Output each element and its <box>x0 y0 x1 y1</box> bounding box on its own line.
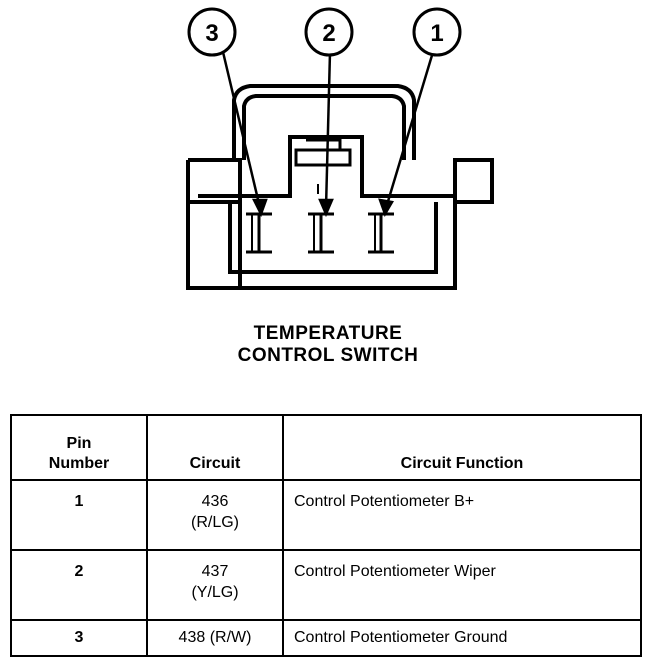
cell-circuit-line1: 436 <box>201 493 229 510</box>
pin-2-terminal <box>308 212 334 254</box>
table-row: 1 436 (R/LG) Control Potentiometer B+ <box>10 479 642 551</box>
header-pin-number: Pin Number <box>10 414 148 481</box>
table-header-row: Pin Number Circuit Circuit Function <box>10 414 642 481</box>
callout-1: 1 <box>412 7 462 57</box>
callout-2-label: 2 <box>322 20 335 47</box>
callout-1-label: 1 <box>430 20 443 47</box>
leader-lines <box>221 51 435 218</box>
diagram-caption-line1: TEMPERATURE <box>253 323 403 344</box>
cell-function: Control Potentiometer B+ <box>282 479 642 551</box>
cell-pin: 1 <box>10 479 148 551</box>
cell-function: Control Potentiometer Wiper <box>282 549 642 621</box>
pin-table: Pin Number Circuit Circuit Function 1 43… <box>10 414 642 657</box>
cell-pin: 2 <box>10 549 148 621</box>
connector-diagram: 3 2 1 <box>186 7 494 290</box>
cell-circuit: 436 (R/LG) <box>146 479 284 551</box>
cell-circuit-line1: 438 (R/W) <box>178 629 252 646</box>
cell-circuit: 437 (Y/LG) <box>146 549 284 621</box>
header-function-label: Circuit Function <box>400 455 524 472</box>
header-circuit: Circuit <box>146 414 284 481</box>
header-pin-line1: Pin <box>66 435 92 452</box>
cell-pin: 3 <box>10 619 148 657</box>
header-circuit-label: Circuit <box>189 455 241 472</box>
diagram-caption-line2: CONTROL SWITCH <box>237 345 419 366</box>
cell-circuit-line2: (R/LG) <box>191 514 239 531</box>
cell-function: Control Potentiometer Ground <box>282 619 642 657</box>
cell-circuit-line1: 437 <box>201 563 229 580</box>
connector-body <box>186 84 494 290</box>
pin-3-terminal <box>246 212 272 254</box>
header-pin-line2: Number <box>48 455 110 472</box>
callout-2: 2 <box>304 7 354 57</box>
pin-1-terminal <box>368 212 394 254</box>
table-row: 2 437 (Y/LG) Control Potentiometer Wiper <box>10 549 642 621</box>
header-circuit-function: Circuit Function <box>282 414 642 481</box>
table-row: 3 438 (R/W) Control Potentiometer Ground <box>10 619 642 657</box>
callout-3: 3 <box>187 7 237 57</box>
cell-circuit-line2: (Y/LG) <box>191 584 239 601</box>
callout-3-label: 3 <box>205 20 218 47</box>
cell-circuit: 438 (R/W) <box>146 619 284 657</box>
